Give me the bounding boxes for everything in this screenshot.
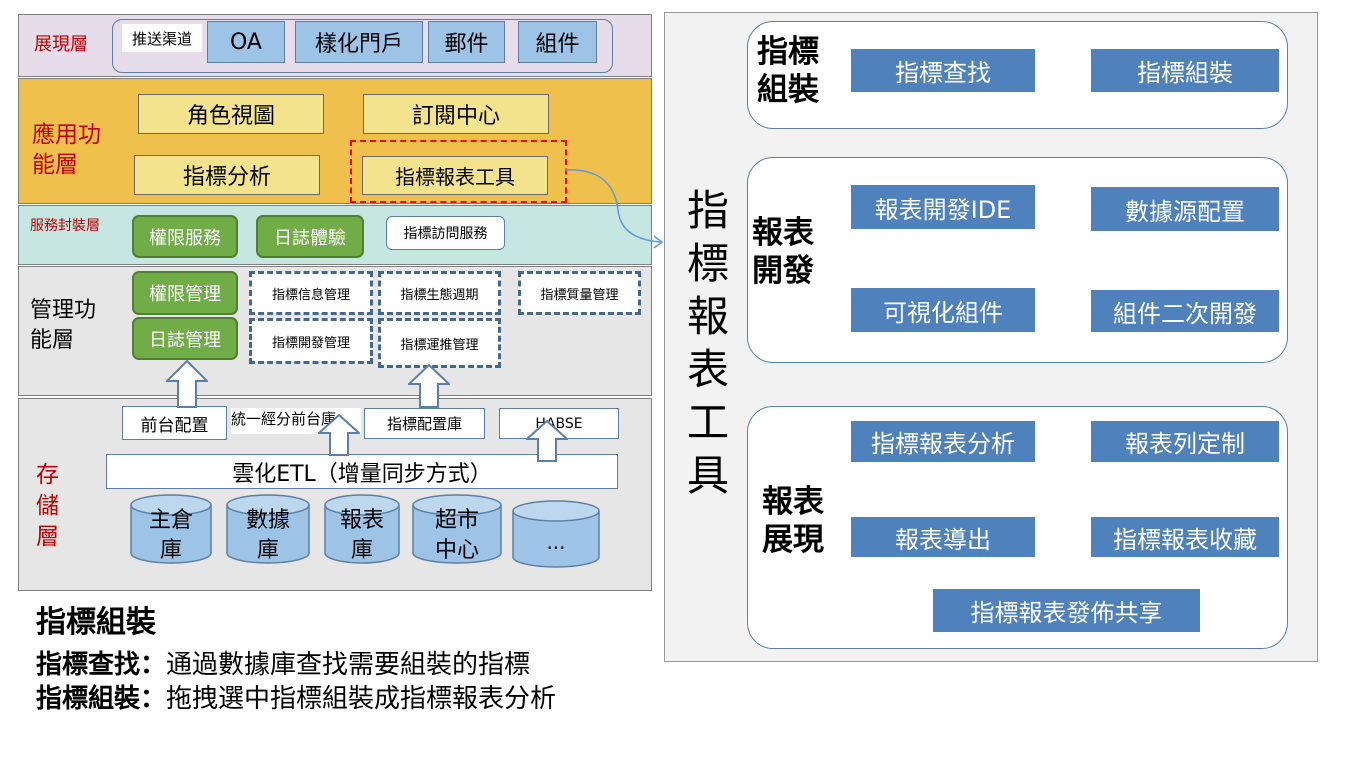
btn-component-redev: 組件二次開發 [1091, 290, 1279, 332]
mgmt-permission: 權限管理 [132, 271, 238, 315]
db-report: 報表庫 [324, 494, 400, 564]
btn-report-columns: 報表列定制 [1091, 421, 1279, 462]
db-more: ... [512, 500, 600, 568]
caption-line-text: 通過數據庫查找需要組裝的指標 [166, 650, 531, 680]
btn-report-ide: 報表開發IDE [851, 185, 1035, 229]
db-label: 報表庫 [339, 508, 384, 563]
arrow-up-icon [526, 420, 568, 462]
report-tool-highlight [350, 140, 567, 203]
mgmt-indicator-quality: 指標質量管理 [518, 271, 641, 315]
app-indicator-report-tool: 指標報表工具 [362, 156, 548, 195]
etl-bar: 雲化ETL（增量同步方式） [106, 454, 618, 489]
lib-frontend-config: 前台配置 [122, 406, 227, 440]
channel-component: 組件 [518, 21, 597, 63]
btn-visual-component: 可視化組件 [851, 288, 1035, 332]
arrow-up-icon [318, 414, 360, 456]
storage-layer-title: 存儲層 [36, 462, 59, 550]
section-assembly-title: 指標組裝 [757, 34, 819, 108]
arrow-up-icon [166, 360, 208, 408]
caption-heading: 指標組裝 [36, 605, 156, 640]
service-layer-title: 服務封裝層 [30, 218, 100, 234]
service-permission: 權限服務 [132, 215, 238, 258]
report-tool-title: 指標報表工具 [686, 186, 729, 500]
mgmt-indicator-info: 指標信息管理 [249, 271, 373, 315]
push-channel-label: 推送渠道 [122, 24, 202, 52]
section-development-title: 報表開發 [752, 215, 814, 289]
btn-datasource-config: 數據源配置 [1091, 187, 1279, 231]
db-main-warehouse: 主倉庫 [130, 494, 212, 564]
db-label: ... [546, 530, 566, 554]
connector-arrow [564, 169, 664, 249]
channel-mail: 郵件 [428, 21, 505, 63]
caption-line-label: 指標查找： [36, 650, 167, 680]
db-market-center: 超市中心 [412, 494, 502, 564]
caption-line-text: 拖拽選中指標組裝成指標報表分析 [166, 684, 557, 714]
mgmt-indicator-dev: 指標開發管理 [249, 318, 373, 364]
caption-line-1: 指標查找：通過數據庫查找需要組裝的指標 [36, 648, 530, 682]
caption-line-label: 指標組裝： [36, 684, 167, 714]
management-layer-title: 管理功能層 [30, 298, 97, 353]
app-indicator-analysis: 指標分析 [134, 155, 320, 195]
app-role-view: 角色視圖 [138, 94, 324, 134]
db-label: 超市中心 [434, 508, 479, 563]
caption-line-2: 指標組裝：拖拽選中指標組裝成指標報表分析 [36, 682, 596, 716]
app-subscription-center: 訂閱中心 [363, 94, 549, 134]
btn-report-export: 報表導出 [851, 517, 1035, 557]
btn-report-analysis: 指標報表分析 [851, 421, 1035, 462]
application-layer-title: 應用功能層 [32, 122, 101, 178]
lib-indicator-config: 指標配置庫 [364, 408, 485, 439]
mgmt-log: 日誌管理 [132, 317, 238, 360]
channel-portal: 樣化門戶 [295, 21, 423, 63]
section-presentation-title: 報表展現 [762, 484, 824, 558]
btn-indicator-search: 指標查找 [851, 49, 1035, 92]
mgmt-indicator-ops: 指標運推管理 [378, 318, 501, 368]
db-database: 數據庫 [226, 494, 310, 564]
mgmt-indicator-lifecycle: 指標生態週期 [378, 271, 501, 315]
btn-report-favorite: 指標報表收藏 [1091, 517, 1279, 557]
btn-report-publish-share: 指標報表發佈共享 [933, 589, 1200, 632]
btn-indicator-assembly: 指標組裝 [1091, 49, 1279, 92]
channel-oa: OA [207, 21, 285, 63]
arrow-up-icon [408, 364, 450, 408]
db-label: 數據庫 [245, 508, 290, 563]
service-log: 日誌體驗 [256, 215, 364, 258]
service-indicator-access: 指標訪問服務 [386, 216, 505, 250]
presentation-layer-title: 展現層 [34, 34, 88, 55]
db-label: 主倉庫 [148, 508, 193, 563]
